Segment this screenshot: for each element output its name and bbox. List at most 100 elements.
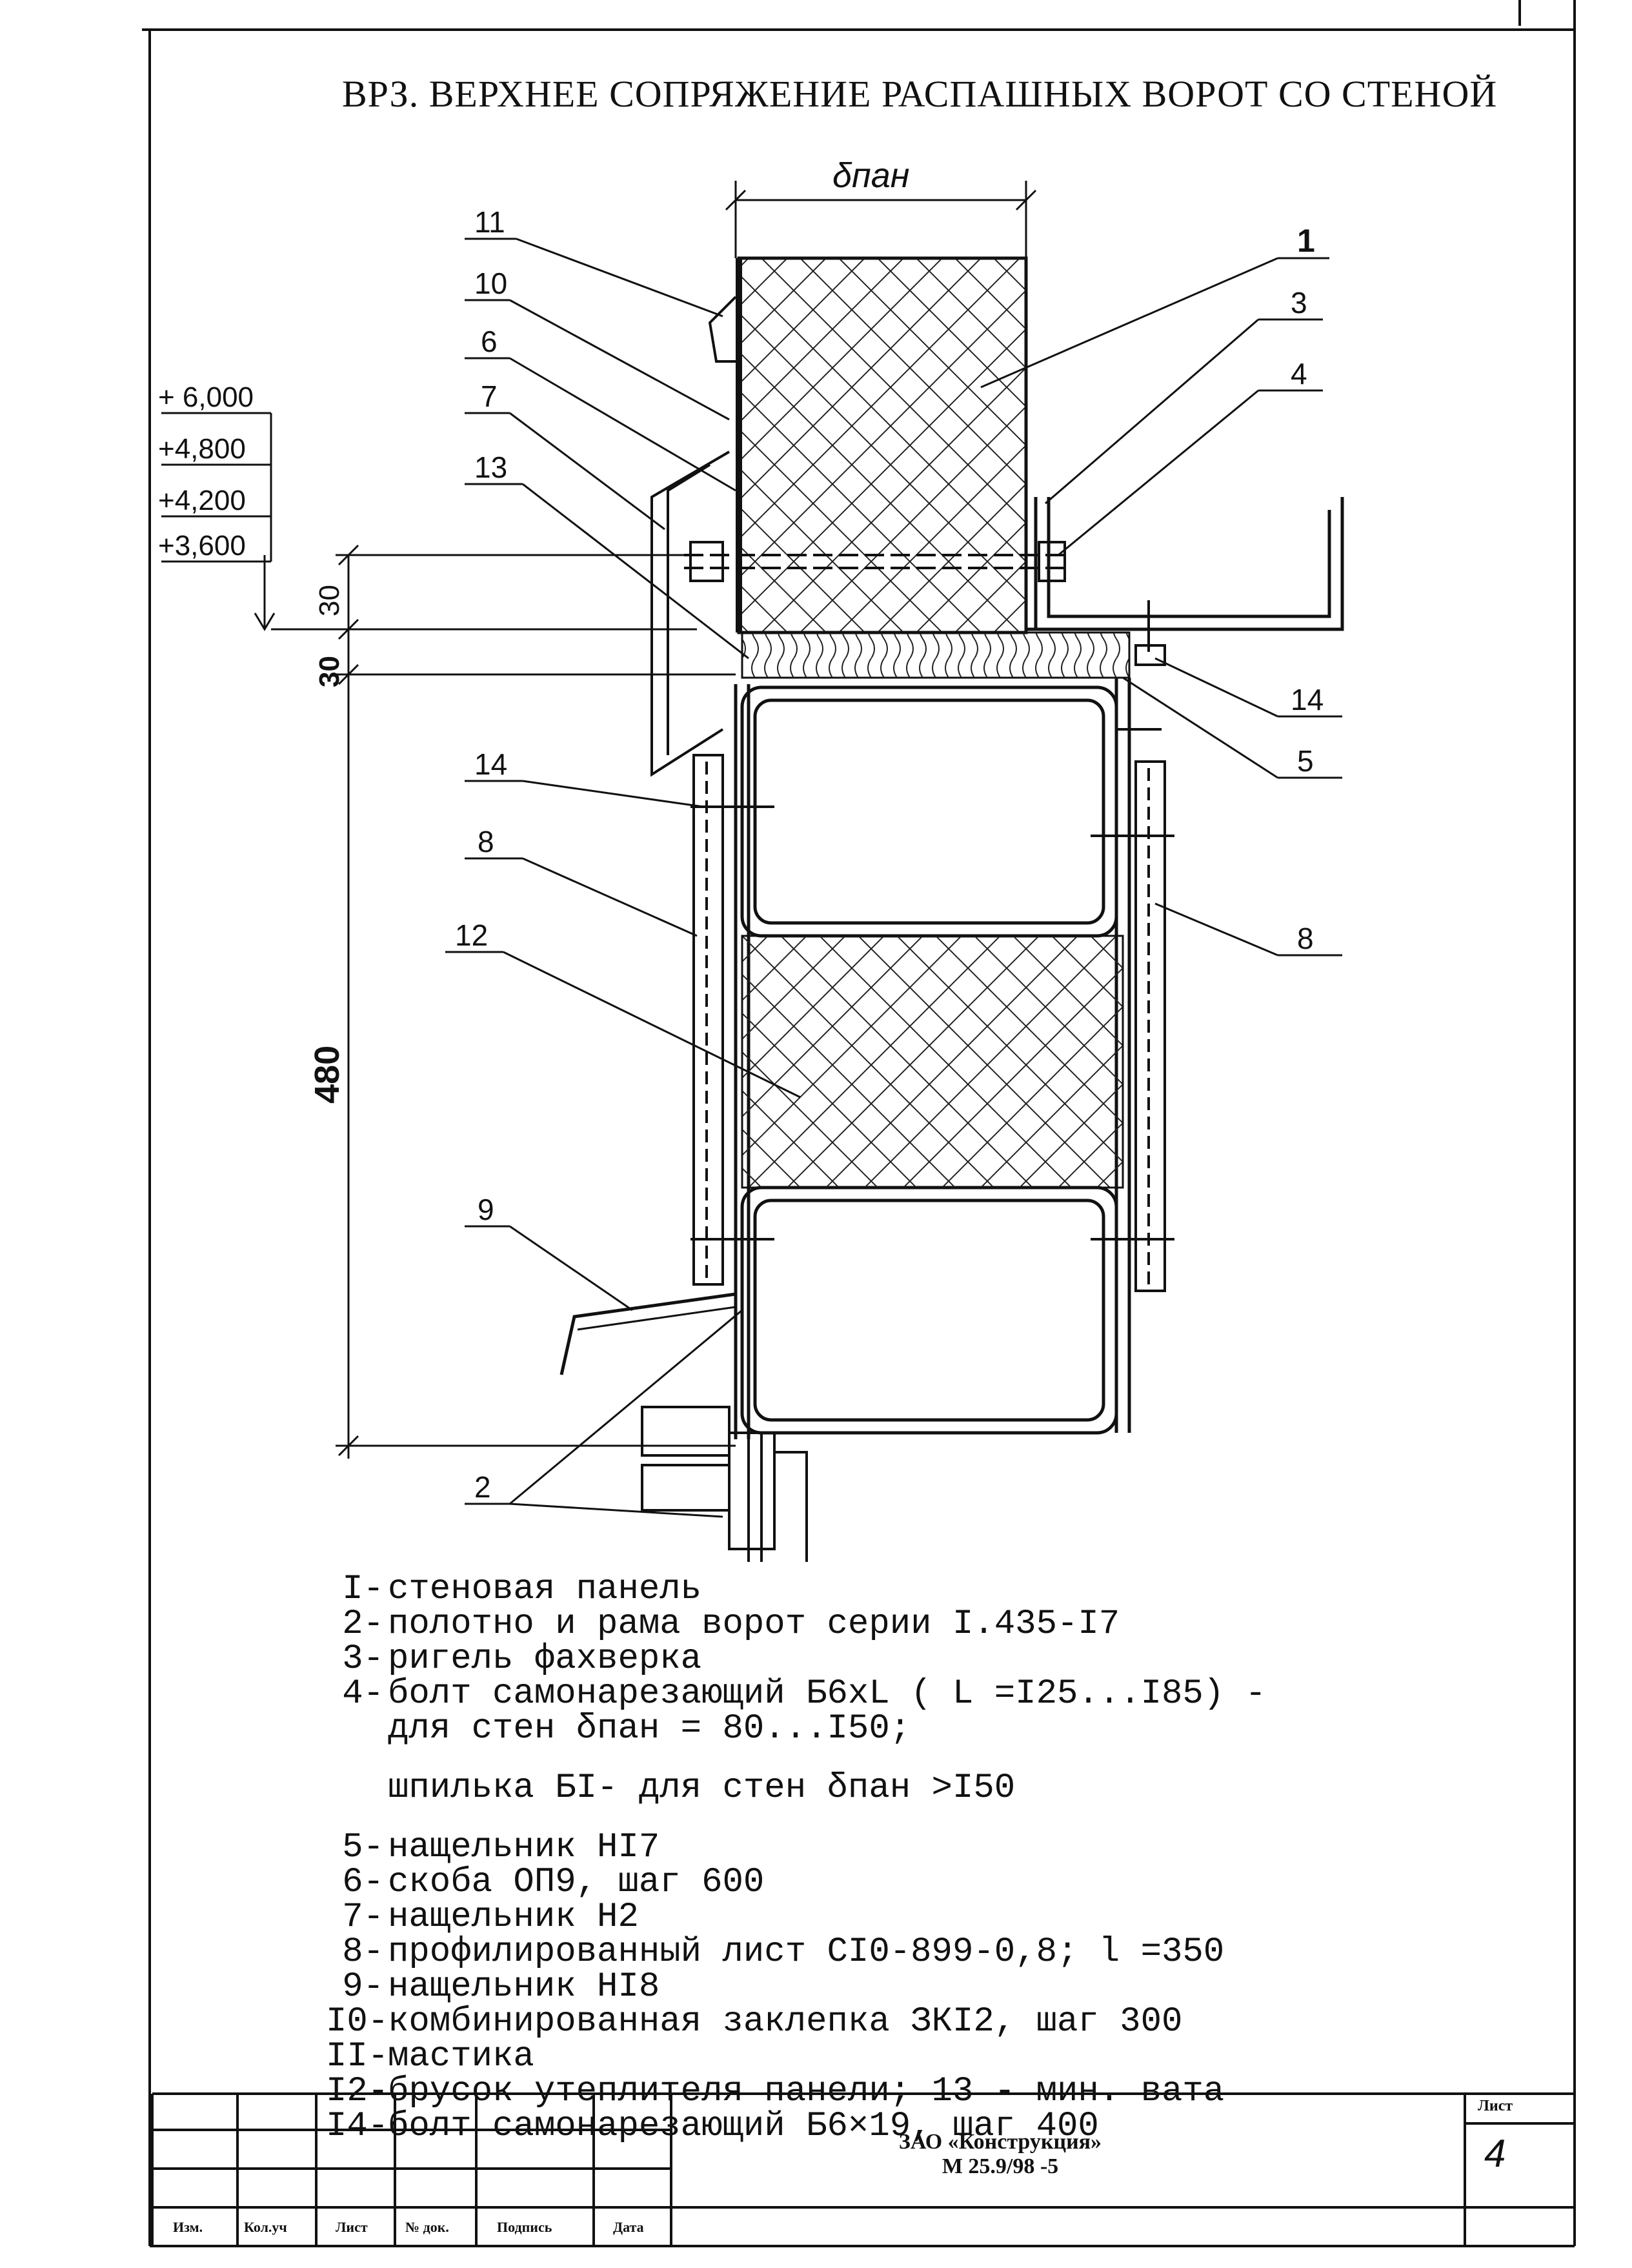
legend-text: шпилька БI- для стен δпан >I50 [388,1768,1016,1808]
legend-num: 6- [342,1863,384,1902]
dimension-delta-pan: δпан [832,156,909,195]
legend-text: болт самонарезающий Б6×19, шаг 400 [388,2107,1099,2146]
legend-item: 5-нащельник HI7 [326,1830,1266,1865]
stamp-col-sign: Подпись [497,2219,552,2235]
callout-14-right: 14 [1291,683,1324,716]
dim-30-lower: 30 [314,656,345,687]
flashing-h18 [559,1292,736,1375]
legend-item: 9-нащельник HI8 [326,1970,1266,2005]
title-block-grid [151,2092,1575,2246]
callout-2: 2 [474,1470,491,1504]
legend-num: 9- [342,1967,384,2007]
legend-num: I4- [326,2107,389,2146]
legend-num: I2- [326,2072,389,2111]
legend-item: для стен δпан = 80...I50; [326,1712,1266,1747]
callout-8-right: 8 [1297,922,1314,955]
legend-text: нащельник HI7 [388,1828,660,1867]
legend-text: для стен δпан = 80...I50; [388,1709,911,1748]
legend-item: 4-болт самонарезающий Б6хL ( L =I25...I8… [326,1677,1266,1712]
elevation-4800: +4,800 [158,433,246,465]
legend-num [326,1771,384,1806]
top-dimension [725,181,1037,258]
elevation-marks [161,412,272,563]
callout-3: 3 [1291,286,1307,319]
profiled-sheet-left [692,754,724,1286]
callout-4: 4 [1291,357,1307,390]
mastic-strip [741,631,1131,679]
callout-9: 9 [478,1193,494,1226]
legend: I-стеновая панель 2-полотно и рама ворот… [326,1572,1266,2144]
stamp-col-doc: № док. [405,2219,449,2235]
callout-10: 10 [474,267,507,300]
insulation-bar [741,935,1124,1189]
legend-num: II- [326,2037,389,2076]
legend-num: 3- [342,1639,384,1679]
stamp-col-list: Лист [336,2219,368,2235]
legend-text: болт самонарезающий Б6хL ( L =I25...I85)… [388,1674,1267,1714]
legend-num: 8- [342,1932,384,1972]
legend-num: 7- [342,1898,384,1937]
callout-5: 5 [1297,744,1314,778]
stamp-organization: ЗАО «Конструкция» М 25.9/98 -5 [839,2130,1162,2179]
sheet-label: Лист [1478,2098,1513,2114]
legend-text: мастика [388,2037,534,2076]
left-dimensions [254,544,736,1459]
legend-item: II-мастика [326,2040,1266,2074]
stamp-col-izm: Изм. [173,2219,203,2235]
callout-6: 6 [481,325,498,358]
rigel [1026,497,1344,631]
dim-30-upper: 30 [314,585,345,616]
stamp-col-date: Дата [613,2219,644,2235]
elevation-3600: +3,600 [158,530,246,562]
legend-num: 5- [342,1828,384,1867]
legend-item: 6-скоба ОП9, шаг 600 [326,1865,1266,1900]
legend-item: I0-комбинированная заклепка ЗКI2, шаг 30… [326,2005,1266,2040]
wall-panel [736,256,1028,634]
legend-item: шпилька БI- для стен δпан >I50 [326,1771,1266,1806]
bolts-14 [690,600,1174,1240]
legend-text: полотно и рама ворот серии I.435-I7 [388,1605,1120,1644]
legend-num [326,1712,384,1747]
dim-480: 480 [308,1046,347,1104]
callout-13: 13 [474,451,507,484]
profiled-sheet-right [1134,760,1166,1292]
sheet-frame [142,0,1576,2247]
callout-1: 1 [1297,223,1315,259]
legend-item: I-стеновая панель [326,1572,1266,1607]
callout-7: 7 [481,380,498,413]
legend-text: ригель фахверка [388,1639,702,1679]
stamp-col-kol: Кол.уч [244,2219,287,2235]
legend-text: скоба ОП9, шаг 600 [388,1863,765,1902]
callout-11: 11 [474,205,505,239]
legend-num: I0- [326,2002,389,2041]
legend-text: профилированный лист СI0-899-0,8; l =350 [388,1932,1225,1972]
elevation-4200: +4,200 [158,485,246,516]
panel-bolt [684,541,1071,582]
sheet-number: 4 [1484,2132,1506,2175]
elevation-6000: + 6,000 [158,381,254,413]
legend-item: I2-брусок утеплителя панели; 13 - мин. в… [326,2074,1266,2109]
legend-text: брусок утеплителя панели; 13 - мин. вата [388,2072,1225,2111]
callout-8-left: 8 [478,825,494,858]
callout-14-left: 14 [474,747,507,781]
legend-text: стеновая панель [388,1570,702,1609]
legend-num: I- [342,1570,384,1609]
legend-text: нащельник HI8 [388,1967,660,2007]
legend-num: 4- [342,1674,384,1714]
legend-item: I4-болт самонарезающий Б6×19, шаг 400 [326,2109,1266,2144]
callout-12: 12 [455,918,488,952]
document-code: М 25.9/98 -5 [942,2154,1059,2178]
legend-item: 7-нащельник H2 [326,1900,1266,1935]
drawing-title: ВРЗ. ВЕРХНЕЕ СОПРЯЖЕНИЕ РАСПАШНЫХ ВОРОТ … [342,73,1498,115]
flashing-h2 [650,296,739,777]
legend-num: 2- [342,1605,384,1644]
legend-item: 3-ригель фахверка [326,1642,1266,1677]
legend-item: 2-полотно и рама ворот серии I.435-I7 [326,1607,1266,1642]
legend-text: комбинированная заклепка ЗКI2, шаг 300 [388,2002,1183,2041]
legend-text: нащельник H2 [388,1898,639,1937]
legend-item: 8-профилированный лист СI0-899-0,8; l =3… [326,1935,1266,1970]
callout-leaders [445,238,1342,1518]
gate-bottom-fragment [641,1406,808,1562]
